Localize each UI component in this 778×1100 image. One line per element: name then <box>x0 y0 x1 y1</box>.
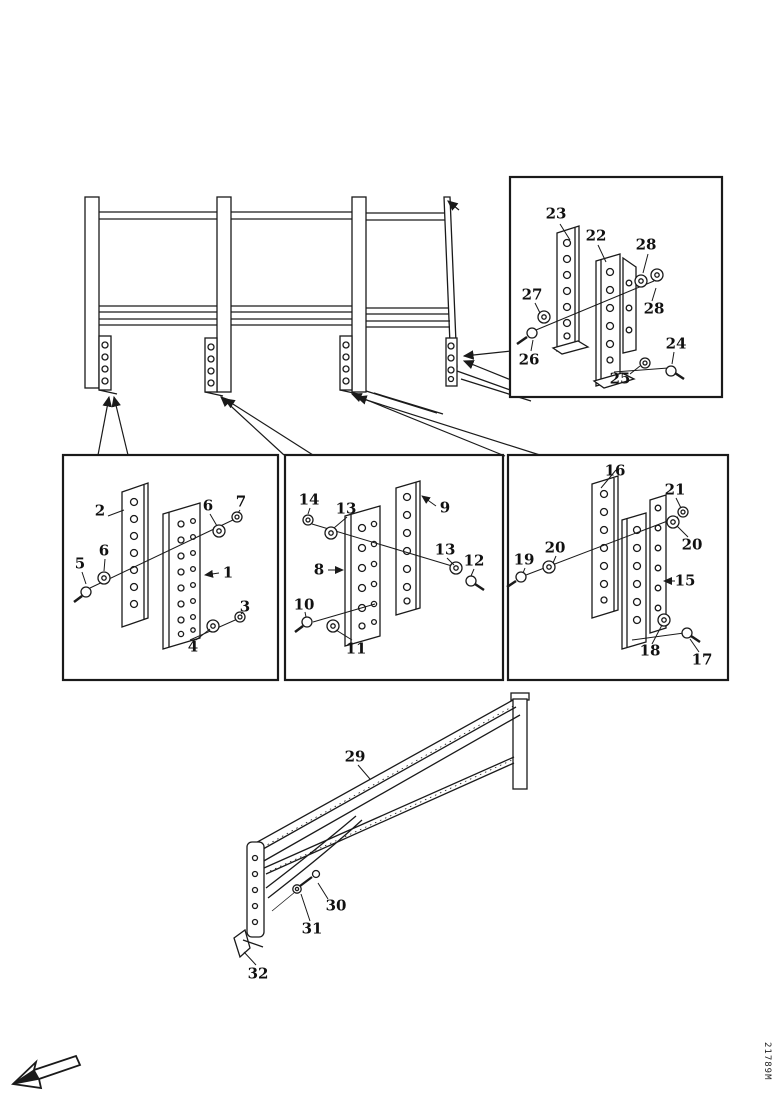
callout-14: 14 <box>298 490 320 509</box>
detail-box-upper-right <box>508 175 724 399</box>
callout-20: 20 <box>544 538 566 557</box>
callout-10: 10 <box>293 595 315 614</box>
callout-18: 18 <box>639 641 661 660</box>
callout-30: 30 <box>325 896 347 915</box>
callout-5: 5 <box>74 554 86 573</box>
callout-23: 23 <box>545 204 567 223</box>
direction-arrow-icon <box>11 1054 82 1090</box>
callout-11: 11 <box>345 639 367 658</box>
callout-8: 8 <box>313 560 325 579</box>
callout-6: 6 <box>98 541 110 560</box>
post-bracket-icon <box>98 335 118 395</box>
callout-13: 13 <box>434 540 456 559</box>
post-bracket-icon <box>339 335 359 395</box>
callout-20: 20 <box>681 535 703 554</box>
callout-2: 2 <box>94 501 106 520</box>
post-bracket-icon <box>445 337 458 387</box>
callout-16: 16 <box>604 461 626 480</box>
callout-19: 19 <box>513 550 535 569</box>
gate-assembly-drawing <box>233 692 530 966</box>
bracket-leader-arrows <box>97 200 544 457</box>
callout-26: 26 <box>518 350 540 369</box>
callout-27: 27 <box>521 285 543 304</box>
callout-4: 4 <box>187 637 199 656</box>
callout-28: 28 <box>643 299 665 318</box>
callout-13: 13 <box>335 499 357 518</box>
detail-box-left <box>61 453 280 682</box>
callout-17: 17 <box>691 650 713 669</box>
detail-box-middle <box>283 453 505 682</box>
callout-7: 7 <box>235 492 247 511</box>
callout-31: 31 <box>301 919 323 938</box>
fence-frame-drawing <box>84 196 532 415</box>
callout-3: 3 <box>239 597 251 616</box>
callout-24: 24 <box>665 334 687 353</box>
drawing-number: 21789M <box>762 1042 772 1081</box>
callout-22: 22 <box>585 226 607 245</box>
callout-6: 6 <box>202 496 214 515</box>
callout-29: 29 <box>344 747 366 766</box>
callout-28: 28 <box>635 235 657 254</box>
callout-21: 21 <box>664 480 686 499</box>
callout-12: 12 <box>463 551 485 570</box>
detail-box-right <box>506 453 730 682</box>
callout-25: 25 <box>609 369 631 388</box>
callout-15: 15 <box>674 571 696 590</box>
post-bracket-icon <box>204 337 224 397</box>
callout-1: 1 <box>222 563 234 582</box>
callout-9: 9 <box>439 498 451 517</box>
callout-32: 32 <box>247 964 269 983</box>
